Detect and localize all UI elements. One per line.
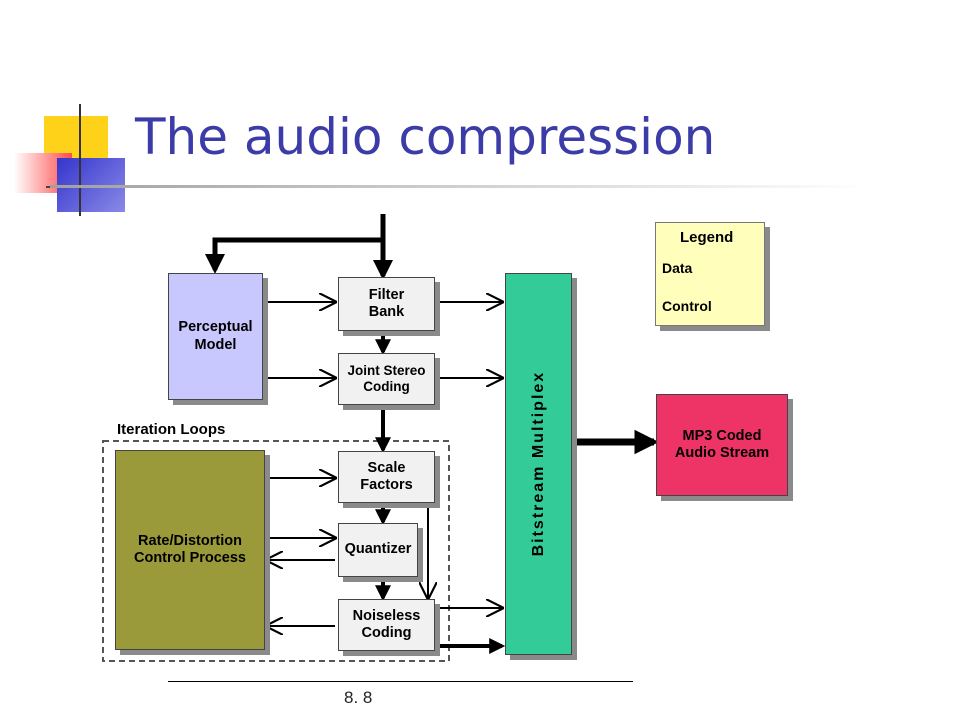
perceptual-model-block: Perceptual Model xyxy=(168,273,263,400)
perceptual-model-label: Perceptual Model xyxy=(178,319,253,353)
filter-bank-block: Filter Bank xyxy=(338,277,435,331)
rate-distortion-block: Rate/Distortion Control Process xyxy=(115,450,265,650)
slide-title: The audio compression xyxy=(135,108,716,166)
mp3-coded-audio-stream-label: MP3 Coded Audio Stream xyxy=(674,427,770,461)
bitstream-multiplex-block: Bitstream Multiplex xyxy=(505,273,572,655)
legend-control-label: Control xyxy=(662,298,712,314)
filter-bank-label: Filter Bank xyxy=(368,286,405,320)
input-to-perceptual-line xyxy=(205,237,383,274)
scale-factors-block: Scale Factors xyxy=(338,451,435,503)
title-underline xyxy=(50,185,870,188)
joint-stereo-coding-block: Joint Stereo Coding xyxy=(338,353,435,405)
scale-factors-label: Scale Factors xyxy=(360,459,413,493)
footer-divider xyxy=(168,681,633,682)
rate-distortion-label: Rate/Distortion Control Process xyxy=(134,532,246,566)
mp3-coded-audio-stream-block: MP3 Coded Audio Stream xyxy=(656,394,788,496)
quantizer-block: Quantizer xyxy=(338,523,418,577)
iteration-loops-box xyxy=(102,440,450,662)
bitstream-multiplex-label: Bitstream Multiplex xyxy=(529,371,547,557)
iteration-loops-label: Iteration Loops xyxy=(117,421,226,438)
noiseless-coding-label: Noiseless Coding xyxy=(352,607,421,641)
joint-stereo-coding-label: Joint Stereo Coding xyxy=(347,362,426,394)
decorative-vertical-line xyxy=(79,104,81,216)
page-number: 8. 8 xyxy=(344,688,373,707)
legend-box: Legend Data Control xyxy=(655,222,765,326)
quantizer-label: Quantizer xyxy=(344,541,412,558)
legend-title: Legend xyxy=(680,229,734,246)
noiseless-coding-block: Noiseless Coding xyxy=(338,599,435,651)
legend-data-label: Data xyxy=(662,260,693,276)
